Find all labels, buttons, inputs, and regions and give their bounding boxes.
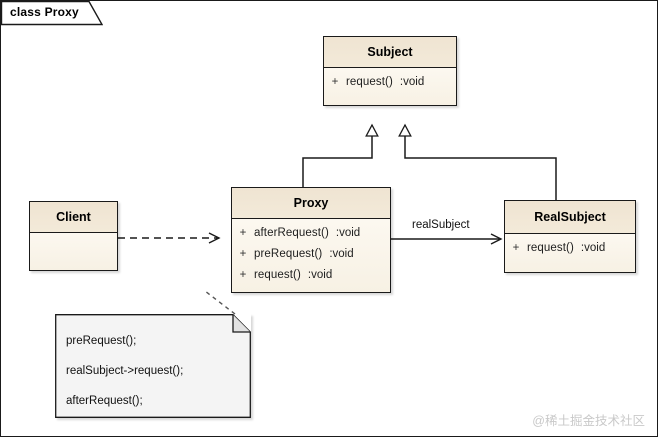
member-visibility: + xyxy=(239,226,247,239)
class-box-subject[interactable]: Subject + request() :void xyxy=(323,36,457,106)
class-box-realsubject[interactable]: RealSubject + request() :void xyxy=(504,200,636,273)
note-line: preRequest(); xyxy=(66,335,137,347)
class-member-row: + request() :void xyxy=(324,71,456,92)
frame-tab-shape xyxy=(1,1,103,26)
edge-proxy-extends-subject xyxy=(302,123,379,187)
note-box[interactable]: preRequest(); realSubject->request(); af… xyxy=(55,314,251,418)
class-name-proxy: Proxy xyxy=(232,188,390,219)
class-box-proxy[interactable]: Proxy + afterRequest() :void + preReques… xyxy=(231,187,391,293)
frame-title-label: class Proxy xyxy=(10,5,79,19)
class-members-subject: + request() :void xyxy=(324,68,456,105)
association-label-realsubject: realSubject xyxy=(412,219,470,231)
member-return-type: :void xyxy=(580,241,606,254)
note-line: realSubject->request(); xyxy=(66,365,184,377)
watermark: @稀土掘金技术社区 xyxy=(532,414,645,428)
edge-realsubject-extends-subject xyxy=(398,123,557,200)
member-signature: request() xyxy=(254,268,301,281)
class-name-realsubject: RealSubject xyxy=(505,201,635,234)
class-members-proxy: + afterRequest() :void + preRequest() :v… xyxy=(232,219,390,292)
class-member-row: + preRequest() :void xyxy=(232,243,390,264)
member-return-type: :void xyxy=(307,268,333,281)
note-line: afterRequest(); xyxy=(66,395,143,407)
class-member-row: + request() :void xyxy=(232,264,390,285)
member-signature: request() xyxy=(346,75,393,88)
edge-note-anchor xyxy=(204,290,236,315)
note-shape xyxy=(55,314,251,418)
member-visibility: + xyxy=(239,268,247,281)
member-return-type: :void xyxy=(399,75,425,88)
member-visibility: + xyxy=(239,247,247,260)
class-member-row: + afterRequest() :void xyxy=(232,222,390,243)
member-signature: preRequest() xyxy=(254,247,323,260)
class-name-client: Client xyxy=(30,202,117,233)
member-signature: request() xyxy=(527,241,574,254)
class-members-realsubject: + request() :void xyxy=(505,234,635,272)
class-member-row: + request() :void xyxy=(505,237,635,258)
member-signature: afterRequest() xyxy=(254,226,329,239)
member-return-type: :void xyxy=(335,226,361,239)
member-visibility: + xyxy=(512,241,520,254)
class-members-client xyxy=(30,233,117,270)
member-return-type: :void xyxy=(329,247,354,260)
class-box-client[interactable]: Client xyxy=(29,201,118,271)
frame-title-tab: class Proxy xyxy=(1,1,103,26)
class-name-subject: Subject xyxy=(324,37,456,68)
member-visibility: + xyxy=(331,75,339,88)
